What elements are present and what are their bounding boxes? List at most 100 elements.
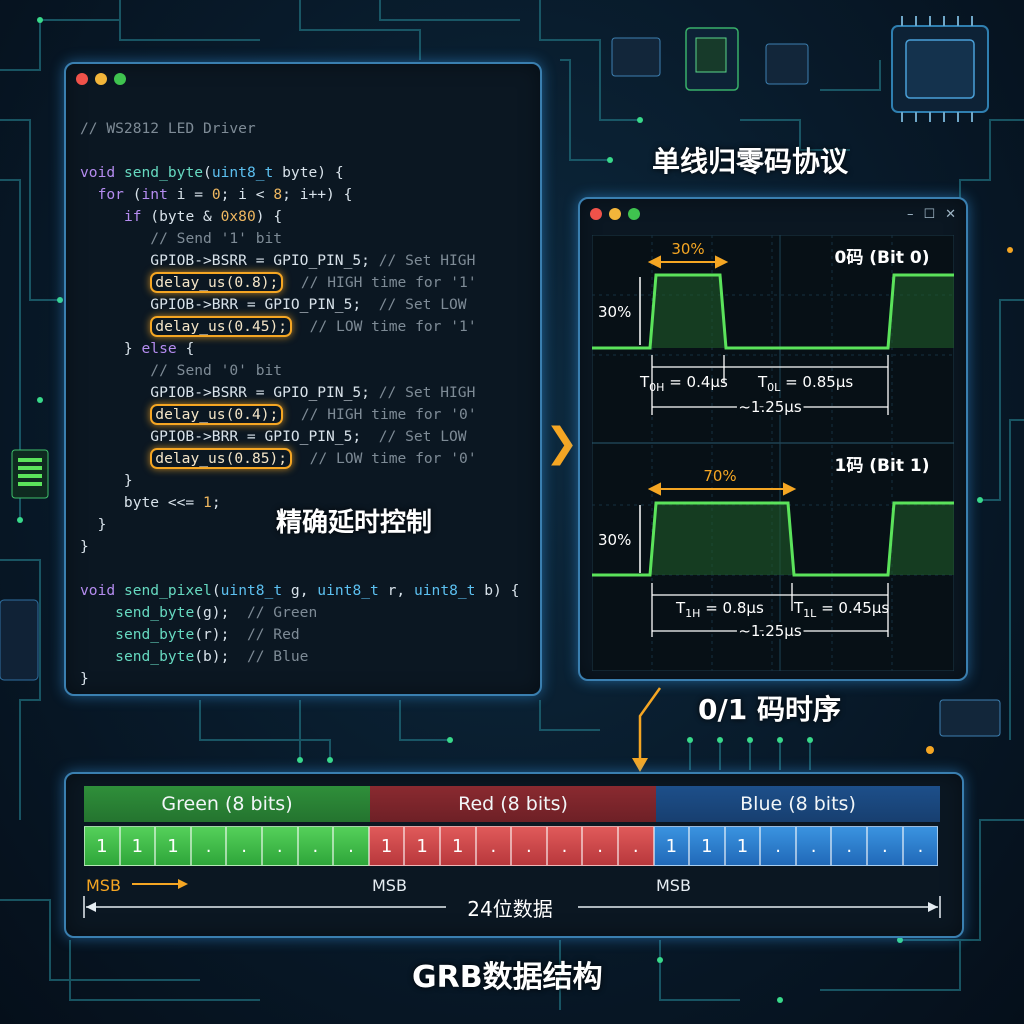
timing-diagram-window: – ☐ ✕ 30% 0码 (Bit 0) 30% 0 (578, 197, 968, 681)
bit-cell: 1 (404, 826, 440, 866)
bit-cell: . (226, 826, 262, 866)
bit-cell: . (902, 826, 939, 866)
bit0-t-low: T0L = 0.85μs (757, 373, 853, 394)
timing-window-titlebar: – ☐ ✕ (580, 199, 966, 229)
chip-icon (939, 699, 1001, 737)
bit0-amplitude: 30% (598, 303, 631, 321)
bit-cell: 1 (368, 826, 405, 866)
bit0-high-fill (650, 275, 726, 348)
bit1-duty-arrow (647, 482, 797, 496)
bit-cell: . (475, 826, 512, 866)
close-icon[interactable]: ✕ (945, 206, 956, 222)
code-line: // WS2812 LED Driver (80, 120, 256, 137)
code-line: delay_us(0.8); // HIGH time for '1' (80, 272, 519, 294)
highlighted-delay-call: delay_us(0.45); (150, 316, 293, 337)
down-arrow-icon (632, 687, 662, 772)
code-line: // Send '0' bit (150, 362, 283, 379)
bit-cell: 1 (119, 826, 156, 866)
timing-scope: 30% 0码 (Bit 0) 30% 0 T0H = 0.4μs T0L = 0… (592, 235, 954, 671)
close-dot-icon[interactable] (590, 208, 602, 220)
bit-cell: 1 (653, 826, 690, 866)
bit-cell: 1 (155, 826, 191, 866)
code-window-titlebar (66, 64, 540, 94)
code-line: GPIOB->BRR = GPIO_PIN_5; // Set LOW (80, 428, 467, 445)
red-segment-header: Red (8 bits) (370, 786, 656, 822)
bit-cell: . (297, 826, 334, 866)
bit1-amplitude: 30% (598, 531, 631, 549)
bit-cell: . (261, 826, 298, 866)
code-line: if (byte & 0x80) { (123, 208, 283, 225)
msb-label-green: MSB (86, 876, 121, 895)
bit-cell: . (831, 826, 868, 866)
chip-icon (611, 37, 661, 77)
bit-cell: . (617, 826, 654, 866)
code-line: GPIOB->BRR = GPIO_PIN_5; // Set LOW (80, 296, 467, 313)
code-line: } (80, 538, 89, 555)
bit1-title: 1码 (Bit 1) (835, 456, 930, 476)
code-line: send_byte(g); // Green (115, 604, 318, 621)
maximize-dot-icon[interactable] (628, 208, 640, 220)
bit-cell: . (546, 826, 583, 866)
code-line: void send_byte(uint8_t byte) { (80, 164, 344, 181)
code-line: delay_us(0.45); // LOW time for '1' (80, 316, 519, 338)
bit1-t-low: T1L = 0.45μs (793, 599, 889, 620)
code-line (80, 558, 519, 580)
code-line: } (80, 472, 133, 489)
bit-cell: 1 (724, 826, 761, 866)
code-line: GPIOB->BSRR = GPIO_PIN_5; // Set HIGH (80, 252, 476, 269)
msb-label-blue: MSB (656, 876, 691, 895)
code-line: } else { (80, 340, 195, 357)
bit1-period: ~1.25μs (738, 622, 802, 640)
maximize-icon[interactable]: ☐ (923, 206, 936, 222)
code-line: void send_pixel(uint8_t g, uint8_t r, ui… (80, 582, 520, 599)
bit-cell: . (867, 826, 903, 866)
bit-cell: . (582, 826, 618, 866)
code-line: GPIOB->BSRR = GPIO_PIN_5; // Set HIGH (80, 384, 476, 401)
arrow-right-icon (132, 879, 188, 889)
minimize-dot-icon[interactable] (609, 208, 621, 220)
minimize-dot-icon[interactable] (95, 73, 107, 85)
led-strip-icon (11, 449, 49, 499)
code-line: delay_us(0.4); // HIGH time for '0' (80, 404, 519, 426)
green-segment-header: Green (8 bits) (84, 786, 370, 822)
protocol-label: 单线归零码协议 (652, 145, 849, 178)
timing-label: 0/1 码时序 (698, 693, 841, 726)
maximize-dot-icon[interactable] (114, 73, 126, 85)
total-bits-dimension (83, 896, 941, 918)
code-line: byte <<= 1; (80, 494, 221, 511)
blue-segment-header: Blue (8 bits) (656, 786, 940, 822)
chevron-right-icon: ❯ (545, 420, 579, 466)
chip-icon (891, 16, 989, 122)
bit1-high-fill (650, 503, 794, 575)
bit1-t-high: T1H = 0.8μs (675, 599, 764, 620)
bit-cell: . (795, 826, 832, 866)
code-line (80, 140, 519, 162)
highlighted-delay-call: delay_us(0.8); (150, 272, 284, 293)
code-line: } (80, 516, 107, 533)
close-dot-icon[interactable] (76, 73, 88, 85)
bit-cell: 1 (439, 826, 476, 866)
code-line: // Send '1' bit (150, 230, 283, 247)
bit0-duty-arrow (647, 255, 729, 269)
bit0-period: ~1.25μs (738, 398, 802, 416)
code-block: // WS2812 LED Driver void send_byte(uint8… (80, 118, 519, 690)
chip-icon (765, 43, 809, 85)
bit1-waveform (592, 501, 954, 577)
bit-cell: . (511, 826, 547, 866)
highlighted-delay-call: delay_us(0.4); (150, 404, 284, 425)
msb-label-red: MSB (372, 876, 407, 895)
minimize-icon[interactable]: – (906, 206, 914, 222)
chip-icon (0, 599, 39, 681)
precise-delay-label: 精确延时控制 (276, 508, 433, 538)
bit0-next-fill (888, 275, 954, 348)
code-line: send_byte(r); // Red (115, 626, 300, 643)
bit1-duty: 70% (703, 467, 736, 485)
code-line: for (int i = 0; i < 8; i++) { (97, 186, 353, 203)
bit0-t-high: T0H = 0.4μs (639, 373, 728, 394)
bit0-title: 0码 (Bit 0) (835, 248, 930, 268)
bit-cell: . (190, 826, 227, 866)
code-editor-window: // WS2812 LED Driver void send_byte(uint8… (64, 62, 542, 696)
bit1-next-fill (888, 503, 954, 575)
